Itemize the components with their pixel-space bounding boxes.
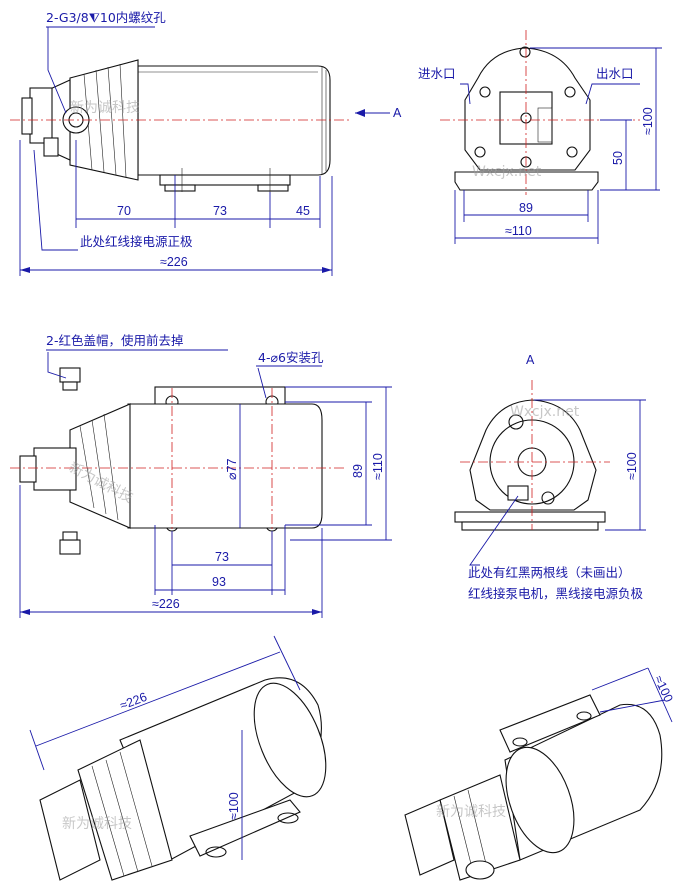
red-cap-label: 2-红色盖帽，使用前去掉 — [46, 333, 183, 348]
inlet-label: 进水口 — [418, 66, 456, 81]
watermark-6: Wxcjx.net — [510, 404, 580, 420]
top-view: 2-红色盖帽，使用前去掉 4-⌀6安装孔 ⌀77 89 ≈110 73 93 ≈… — [10, 333, 392, 618]
dim-226-iso: ≈226 — [118, 690, 149, 713]
view-a-title: A — [526, 353, 535, 367]
wires-note-1: 此处有红黑两根线（未画出） — [468, 565, 631, 580]
dim-89-top: 89 — [351, 464, 365, 478]
dim-73-front: 73 — [213, 204, 227, 218]
iso-view-right: ≈100 — [404, 667, 676, 881]
dim-77: ⌀77 — [225, 459, 239, 480]
outlet-label: 出水口 — [596, 66, 634, 81]
thread-label: 2-G3/8⧨10内螺纹孔 — [46, 10, 166, 25]
watermark-4: 新为诚科技 — [436, 804, 506, 820]
watermark-3: 新为诚科技 — [62, 816, 132, 832]
dim-45: 45 — [296, 204, 310, 218]
dim-93: 93 — [212, 575, 226, 589]
dim-70: 70 — [117, 204, 131, 218]
dim-89-side: 89 — [519, 201, 533, 215]
dim-50: 50 — [611, 151, 625, 165]
dim-100-iso-right: ≈100 — [651, 673, 675, 704]
view-a-arrow-label: A — [393, 106, 402, 120]
iso-view-left: ≈226 ≈100 — [29, 635, 327, 881]
dim-110-side: ≈110 — [505, 224, 532, 238]
dim-100-view-a: ≈100 — [625, 452, 639, 480]
dim-226-front: ≈226 — [160, 255, 188, 269]
red-wire-positive-label: 此处红线接电源正极 — [80, 234, 193, 249]
watermark-1: 新为诚科技 — [70, 100, 140, 116]
dim-110-top: ≈110 — [371, 453, 385, 480]
view-a: A ≈100 此处有红黑两根线（未画出） 红线接泵电机，黑线接电源负极 — [454, 353, 646, 601]
wires-note-2: 红线接泵电机，黑线接电源负极 — [468, 586, 644, 601]
watermark-5: Wxcjx.net — [472, 164, 542, 180]
dim-73-top: 73 — [215, 550, 229, 564]
side-view-top: 进水口 出水口 89 ≈110 50 ≈100 — [418, 30, 662, 244]
dim-100-iso-left: ≈100 — [227, 792, 241, 820]
dim-226-top: ≈226 — [152, 597, 180, 611]
front-view: A 2-G3/8⧨10内螺纹孔 此处红线接电源正极 70 73 45 ≈226 — [10, 10, 402, 276]
dim-100-side: ≈100 — [641, 107, 655, 135]
mount-holes-label: 4-⌀6安装孔 — [258, 350, 324, 365]
